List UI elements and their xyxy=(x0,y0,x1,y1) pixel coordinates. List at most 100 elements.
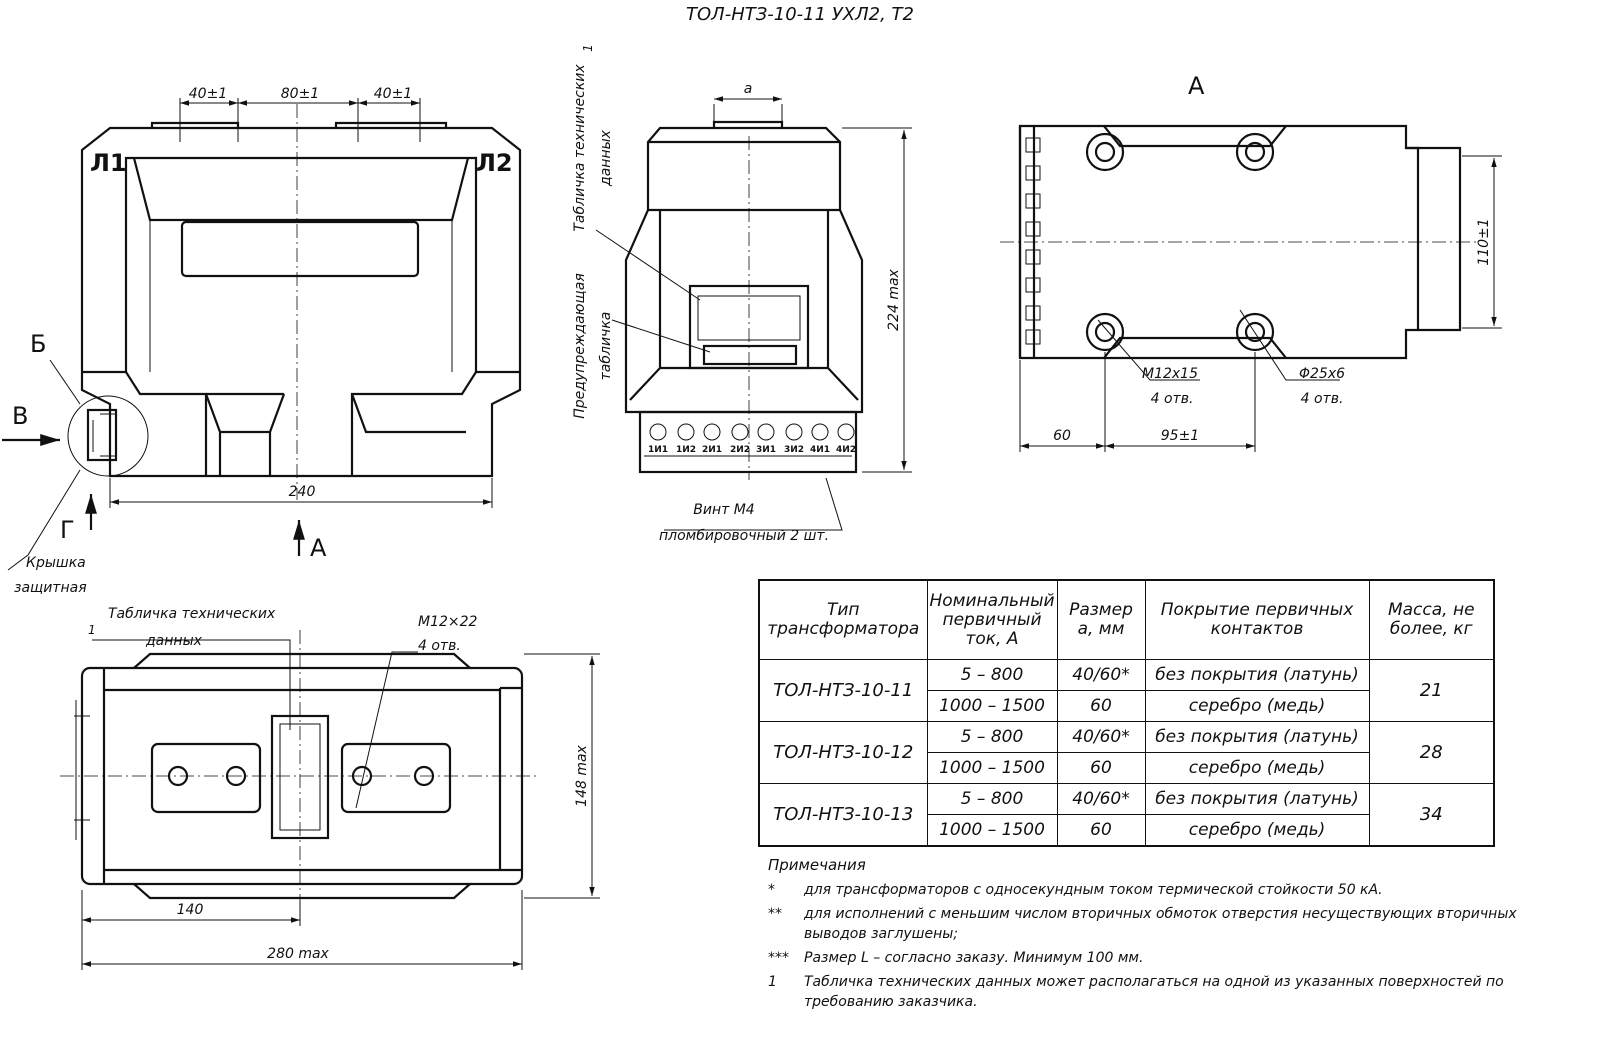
cell-current: 1000 – 1500 xyxy=(926,752,1058,785)
hole-label: Φ25х6 xyxy=(1299,366,1345,382)
thread-label: М12х15 xyxy=(1142,366,1198,382)
dim-95: 95±1 xyxy=(1161,428,1199,444)
plate-tech-ref: 1 xyxy=(581,44,595,52)
note-item: *** Размер L – согласно заказу. Минимум … xyxy=(768,948,1538,968)
dim-height-224: 224 max xyxy=(886,268,902,330)
dim-140: 140 xyxy=(177,902,204,918)
terminal-label: 1И1 xyxy=(648,445,668,455)
terminal-label: 4И1 xyxy=(810,445,830,455)
table-row: 1000 – 1500 60 серебро (медь) xyxy=(759,814,1494,847)
terminal-label: 1И2 xyxy=(676,445,696,455)
note-mark: *** xyxy=(768,950,789,966)
screw-label-2: пломбировочный 2 шт. xyxy=(659,528,829,544)
notes: Примечания * для трансформаторов с однос… xyxy=(768,856,1538,1016)
side-view xyxy=(595,96,912,531)
plate-warn-line1: Предупреждающая xyxy=(572,273,588,419)
cell-current: 1000 – 1500 xyxy=(926,814,1058,847)
label-b: Б xyxy=(30,330,46,358)
terminal-label: 3И1 xyxy=(756,445,776,455)
cell-type: ТОЛ-НТЗ-10-13 xyxy=(758,783,928,847)
cell-coating: без покрытия (латунь) xyxy=(1144,659,1370,692)
cell-type: ТОЛ-НТЗ-10-11 xyxy=(758,659,928,723)
cell-coating: без покрытия (латунь) xyxy=(1144,783,1370,815)
dim-110: 110±1 xyxy=(1476,218,1492,265)
header-type: Тип трансформатора xyxy=(758,579,928,661)
cell-size: 60 xyxy=(1056,690,1146,723)
top-thread-label: М12×22 xyxy=(418,614,478,630)
cover-label-1: Крышка xyxy=(26,555,86,571)
cell-size: 60 xyxy=(1056,752,1146,785)
table-header-row: Тип трансформатора Номинальный первичный… xyxy=(758,579,1495,661)
connector-pins xyxy=(1025,137,1041,345)
thread-count: 4 отв. xyxy=(1151,391,1194,407)
plate-tech-line1: Табличка технических xyxy=(572,64,588,232)
header-coating: Покрытие первичных контактов xyxy=(1144,579,1370,661)
cell-mass: 21 xyxy=(1368,659,1495,723)
table-row: ТОЛ-НТЗ-10-12 5 – 800 40/60* без покрыти… xyxy=(758,721,1495,785)
top-view xyxy=(60,630,600,970)
plate-warn-line2: табличка xyxy=(598,312,614,381)
cell-size: 60 xyxy=(1056,814,1146,847)
note-item: 1 Табличка технических данных может расп… xyxy=(768,972,1538,1012)
dim-148: 148 max xyxy=(574,744,590,806)
cell-coating: серебро (медь) xyxy=(1144,752,1370,785)
note-text: Размер L – согласно заказу. Минимум 100 … xyxy=(804,950,1144,966)
screw-label-1: Винт М4 xyxy=(693,502,754,518)
spec-table: Тип трансформатора Номинальный первичный… xyxy=(758,579,1495,847)
hole-count: 4 отв. xyxy=(1301,391,1344,407)
cell-size: 40/60* xyxy=(1056,783,1146,815)
header-mass: Масса, не более, кг xyxy=(1368,579,1495,661)
top-plate-line2: данных xyxy=(145,633,203,649)
view-a xyxy=(1000,124,1502,452)
cell-mass: 34 xyxy=(1368,783,1495,847)
terminal-label: 2И2 xyxy=(730,445,750,455)
label-l2: Л2 xyxy=(476,149,513,177)
note-mark: * xyxy=(768,882,775,898)
cell-current: 5 – 800 xyxy=(926,783,1058,815)
table-row: ТОЛ-НТЗ-10-13 5 – 800 40/60* без покрыти… xyxy=(758,783,1495,847)
cell-size: 40/60* xyxy=(1056,721,1146,754)
dim-280: 280 max xyxy=(267,946,329,962)
dim-right-40: 40±1 xyxy=(374,86,412,102)
table-row: 1000 – 1500 60 серебро (медь) xyxy=(759,690,1494,723)
table-row: ТОЛ-НТЗ-10-11 5 – 800 40/60* без покрыти… xyxy=(758,659,1495,723)
note-text: для исполнений с меньшим числом вторичны… xyxy=(804,906,1517,942)
plate-tech-line2: данных xyxy=(598,129,614,187)
terminal-label: 2И1 xyxy=(702,445,722,455)
label-a-arrow: А xyxy=(310,534,327,562)
cell-mass: 28 xyxy=(1368,721,1495,785)
notes-title: Примечания xyxy=(768,856,866,874)
dim-left-40: 40±1 xyxy=(189,86,227,102)
terminal-label: 4И2 xyxy=(836,445,856,455)
cell-type: ТОЛ-НТЗ-10-12 xyxy=(758,721,928,785)
cell-coating: без покрытия (латунь) xyxy=(1144,721,1370,754)
cell-current: 1000 – 1500 xyxy=(926,690,1058,723)
cell-current: 5 – 800 xyxy=(926,721,1058,754)
top-plate-ref: 1 xyxy=(88,623,96,637)
header-current: Номинальный первичный ток, А xyxy=(926,579,1058,661)
note-mark: ** xyxy=(768,906,782,922)
terminal-label: 3И2 xyxy=(784,445,804,455)
note-item: * для трансформаторов с односекундным то… xyxy=(768,880,1538,900)
label-g: Г xyxy=(60,516,75,544)
label-v: В xyxy=(12,402,28,430)
top-plate-line1: Табличка технических xyxy=(108,606,276,622)
cell-current: 5 – 800 xyxy=(926,659,1058,692)
header-size: Размер а, мм xyxy=(1056,579,1146,661)
note-item: ** для исполнений с меньшим числом втори… xyxy=(768,904,1538,944)
cell-size: 40/60* xyxy=(1056,659,1146,692)
terminal-screws xyxy=(649,423,855,441)
view-a-title: А xyxy=(1188,72,1205,100)
cover-label-2: защитная xyxy=(14,580,87,596)
cell-coating: серебро (медь) xyxy=(1144,690,1370,723)
front-view xyxy=(2,98,522,571)
dim-a: a xyxy=(744,81,753,97)
drawing-title: ТОЛ-НТЗ-10-11 УХЛ2, Т2 xyxy=(686,4,914,25)
dim-60-top: 60 xyxy=(1053,428,1071,444)
cell-coating: серебро (медь) xyxy=(1144,814,1370,847)
note-text: для трансформаторов с односекундным токо… xyxy=(804,882,1383,898)
note-text: Табличка технических данных может распол… xyxy=(804,974,1504,1010)
dim-mid-80: 80±1 xyxy=(281,86,319,102)
label-l1: Л1 xyxy=(90,149,127,177)
